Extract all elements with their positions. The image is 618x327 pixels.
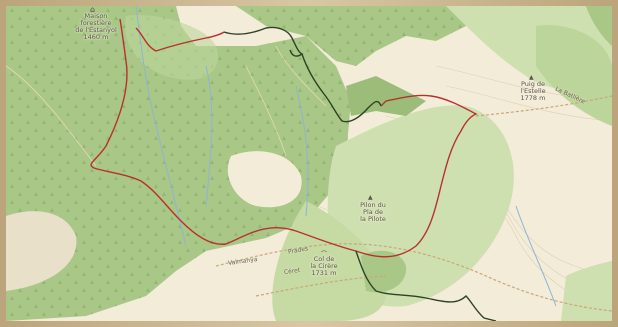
roads: [215, 95, 612, 312]
streams: [135, 6, 557, 307]
peak-icon: ▲: [368, 194, 373, 201]
label-puig-estelle: Puig de l'Estelle 1778 m: [520, 80, 546, 102]
peak-icon: ▲: [529, 74, 534, 81]
house-icon: ⌂: [90, 6, 96, 14]
route-red-north: [135, 27, 225, 52]
map-canvas[interactable]: ⌂ ▲ ▲ ⌒ Maison forestière de l'Estanyol …: [6, 6, 612, 321]
clearing-south: [6, 211, 77, 291]
route-red-segment: [90, 18, 478, 258]
label-maison-forestiere: Maison forestière de l'Estanyol 1460 m: [75, 12, 117, 41]
map-svg: [6, 6, 612, 321]
col-icon: ⌒: [321, 251, 328, 258]
label-col-cirere: Col de la Cirère 1731 m: [310, 255, 338, 277]
label-pilon-pla-pilote: Pilon du Pla de la Pilote: [360, 201, 386, 223]
route-dark-segment: [223, 26, 497, 321]
clearing-north: [125, 15, 218, 80]
